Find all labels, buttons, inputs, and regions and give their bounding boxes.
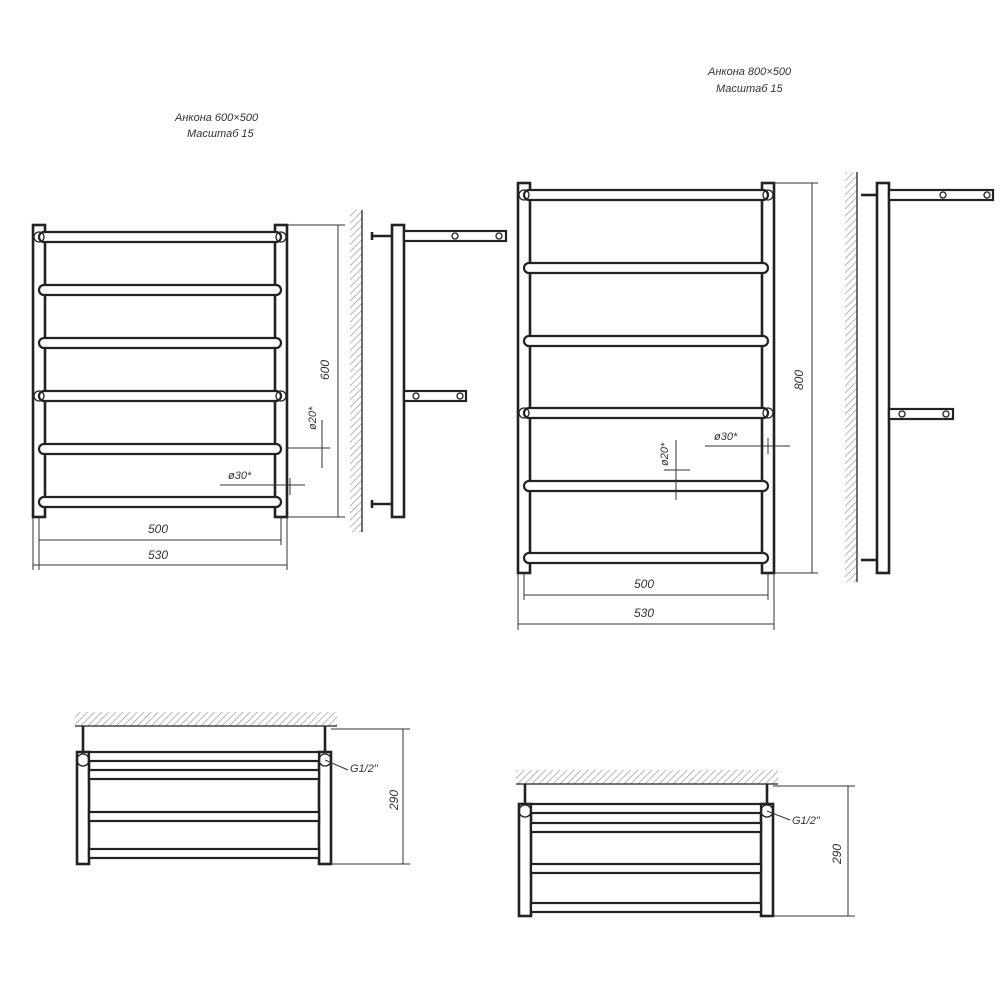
rungs <box>522 188 770 565</box>
front-view-800x500: Анкона 800×500 Масштаб 15 800 500 530 ø2… <box>516 66 818 630</box>
side-view-600x500 <box>350 210 508 532</box>
side-shelf-top <box>402 229 508 243</box>
left-riser <box>516 181 532 575</box>
connector-circle <box>33 231 45 243</box>
top-view-800x500: G1/2" 290 <box>516 770 855 918</box>
dim-height-label: 600 <box>318 360 332 380</box>
top-right-riser <box>759 802 775 918</box>
dim-outer-width-label: 530 <box>148 548 168 562</box>
rungs <box>37 230 283 509</box>
side-shelf-mid <box>887 407 955 421</box>
connector-circle <box>275 390 287 402</box>
drawing-scale: Масштаб 15 <box>187 128 255 140</box>
side-shelf-mid <box>402 389 468 403</box>
right-riser <box>760 181 776 575</box>
dim-pipe-large-label: ø30* <box>228 470 252 482</box>
right-riser <box>273 223 289 519</box>
front-view-600x500: Анкона 600×500 Масштаб 15 600 500 530 ø2… <box>31 112 345 570</box>
dim-inner-width-label: 500 <box>148 522 168 536</box>
connector-circle <box>275 231 287 243</box>
top-left-riser <box>75 750 91 866</box>
depth-label: 290 <box>830 844 844 865</box>
thread-label: G1/2" <box>350 763 379 775</box>
dimension-lines <box>517 182 818 630</box>
top-left-riser <box>517 802 533 918</box>
drawing-scale: Масштаб 15 <box>716 83 784 95</box>
wall-hatch <box>75 712 337 726</box>
side-view-800x500 <box>845 172 995 582</box>
side-riser <box>390 223 406 519</box>
left-riser <box>31 223 47 519</box>
drawing-title: Анкона 600×500 <box>174 112 259 124</box>
dimension-lines <box>32 224 345 570</box>
dim-pipe-large-label: ø30* <box>714 431 738 443</box>
connector-circle <box>33 390 45 402</box>
side-shelf-top <box>887 188 995 202</box>
thread-label: G1/2" <box>792 815 821 827</box>
dim-outer-width-label: 530 <box>634 606 654 620</box>
dim-pipe-small-label: ø20* <box>659 442 671 466</box>
top-view-600x500: G1/2" 290 <box>75 712 410 866</box>
dim-height-label: 800 <box>792 370 806 390</box>
wall-hatch <box>350 210 362 532</box>
drawing-title: Анкона 800×500 <box>707 66 792 78</box>
depth-label: 290 <box>387 790 401 811</box>
dim-pipe-small-label: ø20* <box>307 406 319 430</box>
side-riser <box>875 181 891 575</box>
wall-hatch <box>516 770 778 784</box>
top-right-riser <box>317 750 333 866</box>
dim-inner-width-label: 500 <box>634 577 654 591</box>
wall-hatch <box>845 172 857 582</box>
